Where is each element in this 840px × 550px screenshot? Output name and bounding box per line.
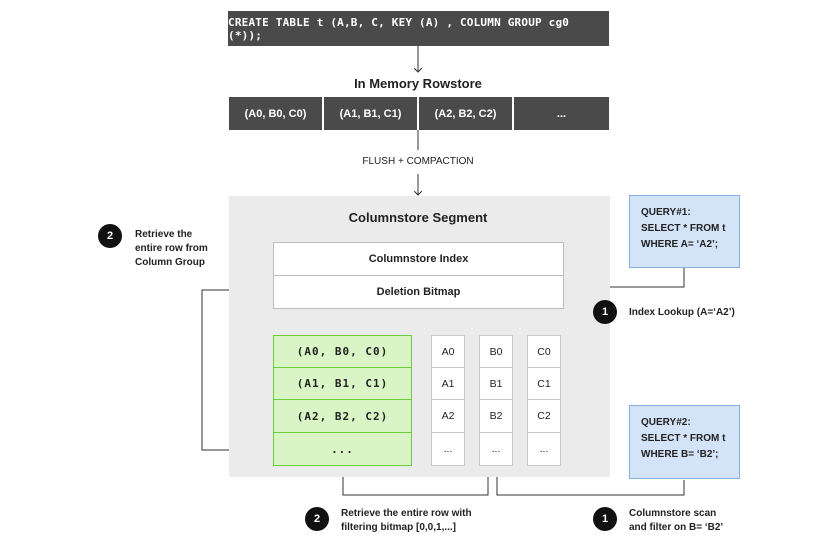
col-c-cell: ... xyxy=(527,432,561,466)
step-badge: 2 xyxy=(305,507,329,531)
deletion-bitmap: Deletion Bitmap xyxy=(273,275,564,309)
columnstore-index: Columnstore Index xyxy=(273,242,564,276)
query1-box: QUERY#1: SELECT * FROM t WHERE A= ‘A2’; xyxy=(629,195,740,268)
col-b-cell: B2 xyxy=(479,399,513,433)
rowstore-cell: (A0, B0, C0) xyxy=(229,97,322,130)
query2-line: QUERY#2: xyxy=(641,417,691,428)
column-group-row: (A2, B2, C2) xyxy=(273,399,412,433)
segment-title: Columnstore Segment xyxy=(348,210,488,225)
col-c-cell: C0 xyxy=(527,335,561,368)
col-b-cell: B0 xyxy=(479,335,513,368)
col-b-cell: B1 xyxy=(479,367,513,400)
note-line: Columnstore scan xyxy=(629,508,717,519)
step-badge: 1 xyxy=(593,507,617,531)
note-line: Retrieve the xyxy=(135,229,193,240)
step-badge: 1 xyxy=(593,300,617,324)
query2-line: SELECT * FROM t xyxy=(641,433,726,444)
note-line: Column Group xyxy=(135,257,205,268)
col-b-cell: ... xyxy=(479,432,513,466)
column-group-row: ... xyxy=(273,432,412,466)
column-group-row: (A0, B0, C0) xyxy=(273,335,412,368)
columnstore-scan-note: Columnstore scan and filter on B= ‘B2’ xyxy=(629,507,779,535)
index-lookup-note: Index Lookup (A=‘A2’) xyxy=(629,307,735,318)
flush-compaction-label: FLUSH + COMPACTION xyxy=(362,156,474,167)
note-line: and filter on B= ‘B2’ xyxy=(629,522,724,533)
query1-line: WHERE A= ‘A2’; xyxy=(641,239,719,250)
note-line: filtering bitmap [0,0,1,...] xyxy=(341,522,457,533)
step-badge: 2 xyxy=(98,224,122,248)
create-table-statement: CREATE TABLE t (A,B, C, KEY (A) , COLUMN… xyxy=(228,11,609,46)
query1-line: QUERY#1: xyxy=(641,207,691,218)
retrieve-bitmap-note: Retrieve the entire row with filtering b… xyxy=(341,507,541,535)
query2-line: WHERE B= ‘B2’; xyxy=(641,449,719,460)
retrieve-column-group-note: Retrieve the entire row from Column Grou… xyxy=(135,228,245,270)
note-line: Retrieve the entire row with xyxy=(341,508,472,519)
rowstore-cell: (A1, B1, C1) xyxy=(324,97,417,130)
note-line: entire row from xyxy=(135,243,208,254)
column-group-row: (A1, B1, C1) xyxy=(273,367,412,400)
col-c-cell: C1 xyxy=(527,367,561,400)
rowstore-title: In Memory Rowstore xyxy=(354,76,482,91)
query2-box: QUERY#2: SELECT * FROM t WHERE B= ‘B2’; xyxy=(629,405,740,479)
rowstore-cell: (A2, B2, C2) xyxy=(419,97,512,130)
col-a-cell: A0 xyxy=(431,335,465,368)
col-c-cell: C2 xyxy=(527,399,561,433)
col-a-cell: A2 xyxy=(431,399,465,433)
arrow-query2-to-col-b xyxy=(497,468,685,496)
arrow-col-b-to-column-group xyxy=(343,467,489,496)
col-a-cell: A1 xyxy=(431,367,465,400)
query1-line: SELECT * FROM t xyxy=(641,223,726,234)
rowstore-cell: ... xyxy=(514,97,609,130)
col-a-cell: ... xyxy=(431,432,465,466)
